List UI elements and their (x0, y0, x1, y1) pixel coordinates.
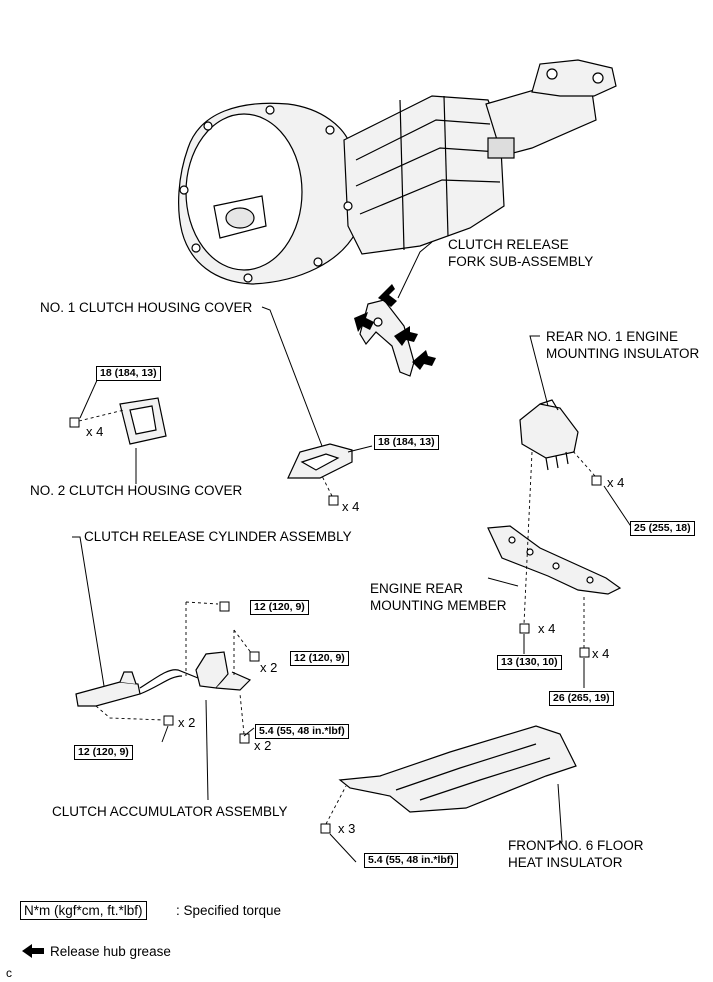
qty-no2-cover: x 4 (86, 424, 104, 439)
torque-cylinder-bolt-bottom: 12 (120, 9) (74, 745, 133, 760)
assembly-guide-lines (78, 409, 596, 825)
bolt-icon (163, 601, 260, 726)
no2-clutch-housing-cover (119, 397, 167, 445)
label-no2-clutch-housing-cover: NO. 2 CLUTCH HOUSING COVER (30, 483, 243, 498)
nut-icon (591, 475, 602, 486)
bolt-icon (328, 495, 339, 506)
label-clutch-release-fork-line1: CLUTCH RELEASE (448, 237, 569, 252)
qty-accumulator-bolt: x 2 (260, 660, 278, 675)
qty-no1-cover: x 4 (342, 499, 360, 514)
torque-member-nut: 13 (130, 10) (497, 655, 562, 670)
bolt-icon (69, 417, 80, 428)
label-clutch-release-cylinder: CLUTCH RELEASE CYLINDER ASSEMBLY (84, 529, 352, 544)
label-clutch-release-fork-line2: FORK SUB-ASSEMBLY (448, 254, 594, 269)
label-floor-heat-insulator-line1: FRONT NO. 6 FLOOR (508, 838, 644, 853)
qty-cylinder-bolt-bottom: x 2 (178, 715, 196, 730)
torque-no1-cover-bolt: 18 (184, 13) (374, 435, 439, 450)
legend-torque-unit-box: N*m (kgf*cm, ft.*lbf) (20, 901, 147, 920)
qty-accumulator-nut: x 2 (254, 738, 272, 753)
torque-insulator-nut: 25 (255, 18) (630, 521, 695, 536)
label-rear-insulator-line1: REAR NO. 1 ENGINE (546, 329, 679, 344)
label-rear-insulator-line2: MOUNTING INSULATOR (546, 346, 700, 361)
leader-lines (72, 241, 633, 863)
grease-arrow-icon (354, 284, 436, 370)
legend-grease-text: Release hub grease (50, 944, 171, 959)
transmission-assembly (178, 59, 617, 285)
label-no1-clutch-housing-cover: NO. 1 CLUTCH HOUSING COVER (40, 300, 253, 315)
nut-icon (519, 623, 530, 634)
label-engine-rear-member-line2: MOUNTING MEMBER (370, 598, 507, 613)
legend-grease-arrow-icon (22, 944, 44, 958)
clutch-release-cylinder (75, 669, 199, 707)
qty-floor-nut: x 3 (338, 821, 356, 836)
clutch-accumulator (195, 651, 252, 691)
rear-no1-engine-mounting-insulator (519, 399, 579, 471)
torque-accumulator-nut: 5.4 (55, 48 in.*lbf) (255, 724, 349, 739)
clutch-release-fork (359, 299, 415, 377)
qty-insulator-nut: x 4 (607, 475, 625, 490)
front-no6-floor-heat-insulator (338, 725, 577, 813)
torque-no2-cover-bolt: 18 (184, 13) (96, 366, 161, 381)
bolt-icon (579, 647, 590, 658)
label-floor-heat-insulator-line2: HEAT INSULATOR (508, 855, 623, 870)
torque-member-bolt: 26 (265, 19) (549, 691, 614, 706)
torque-accumulator-bolt: 12 (120, 9) (290, 651, 349, 666)
nut-icon (239, 733, 250, 744)
nut-icon (320, 823, 331, 834)
label-clutch-accumulator: CLUTCH ACCUMULATOR ASSEMBLY (52, 804, 288, 819)
qty-member-bolt: x 4 (592, 646, 610, 661)
qty-member-nut: x 4 (538, 621, 556, 636)
legend-torque-text: : Specified torque (176, 903, 282, 918)
no1-clutch-housing-cover (287, 443, 353, 479)
corner-mark: c (6, 966, 12, 980)
label-engine-rear-member-line1: ENGINE REAR (370, 581, 464, 596)
engine-rear-mounting-member (487, 525, 622, 595)
torque-cylinder-bolt-top: 12 (120, 9) (250, 600, 309, 615)
torque-floor-insulator-nut: 5.4 (55, 48 in.*lbf) (364, 853, 458, 868)
